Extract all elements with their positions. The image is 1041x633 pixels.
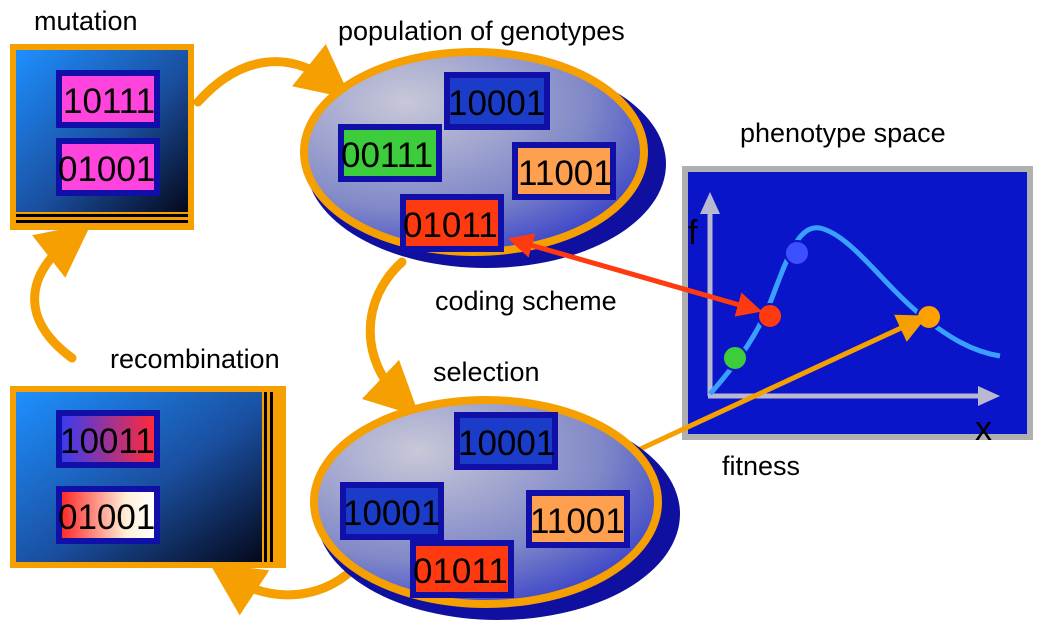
- recombination-label: recombination: [110, 344, 280, 374]
- genotype-chip: 10111: [56, 70, 160, 128]
- genotype-chip: 01011: [400, 194, 504, 252]
- phenotype-point-orange: [916, 304, 942, 330]
- genotype-code: 01011: [413, 552, 508, 591]
- genotype-chip: 10011: [56, 410, 160, 468]
- genotype-code: 11001: [518, 154, 613, 193]
- population-label: population of genotypes: [338, 16, 625, 46]
- arrow-population-to-selection: [361, 257, 420, 417]
- mutation-label: mutation: [34, 6, 138, 36]
- genotype-code: 10111: [63, 82, 155, 121]
- selection-ellipse: 10001 10001 11001 01011: [310, 396, 680, 620]
- genotype-code: 01011: [403, 206, 498, 245]
- phenotype-space-label: phenotype space: [740, 118, 946, 148]
- genotype-chip: 01001: [56, 138, 160, 196]
- arrow-mutation-to-population: [193, 44, 352, 107]
- genotype-chip: 11001: [526, 490, 630, 548]
- recombination-box: 10011 01001: [10, 386, 286, 568]
- x-axis-label: x: [975, 410, 992, 448]
- genotype-code: 10001: [458, 424, 555, 463]
- mutation-box: 10111 01001: [10, 44, 194, 230]
- genotype-chip: 01011: [410, 540, 514, 598]
- phenotype-point-red: [757, 303, 783, 329]
- genotype-chip: 10001: [454, 412, 558, 470]
- genotype-code: 10001: [343, 494, 440, 533]
- genotype-code: 10001: [448, 84, 545, 123]
- genotype-chip: 10001: [340, 482, 444, 540]
- fitness-label: fitness: [722, 451, 800, 481]
- coding-scheme-arrow: [507, 233, 763, 317]
- phenotype-point-blue: [784, 240, 810, 266]
- fitness-arrow: [594, 314, 928, 472]
- genotype-chip: 00111: [338, 124, 442, 182]
- genotype-code: 00111: [341, 136, 433, 175]
- arrow-recombination-to-mutation: [30, 223, 92, 363]
- genotype-code: 01001: [58, 150, 155, 189]
- genotype-chip: 01001: [56, 486, 160, 544]
- coding-scheme-label: coding scheme: [435, 286, 617, 316]
- population-ellipse: 10001 00111 11001 01011: [300, 48, 666, 268]
- genotype-code: 10011: [60, 422, 155, 461]
- selection-label: selection: [433, 357, 540, 387]
- phenotype-point-green: [722, 345, 748, 371]
- genotype-code: 11001: [530, 502, 625, 541]
- y-axis-label: f: [688, 214, 698, 252]
- arrow-selection-to-recombination: [209, 563, 357, 616]
- genotype-code: 01001: [58, 498, 155, 537]
- genotype-chip: 11001: [512, 142, 616, 200]
- genotype-chip: 10001: [444, 72, 550, 130]
